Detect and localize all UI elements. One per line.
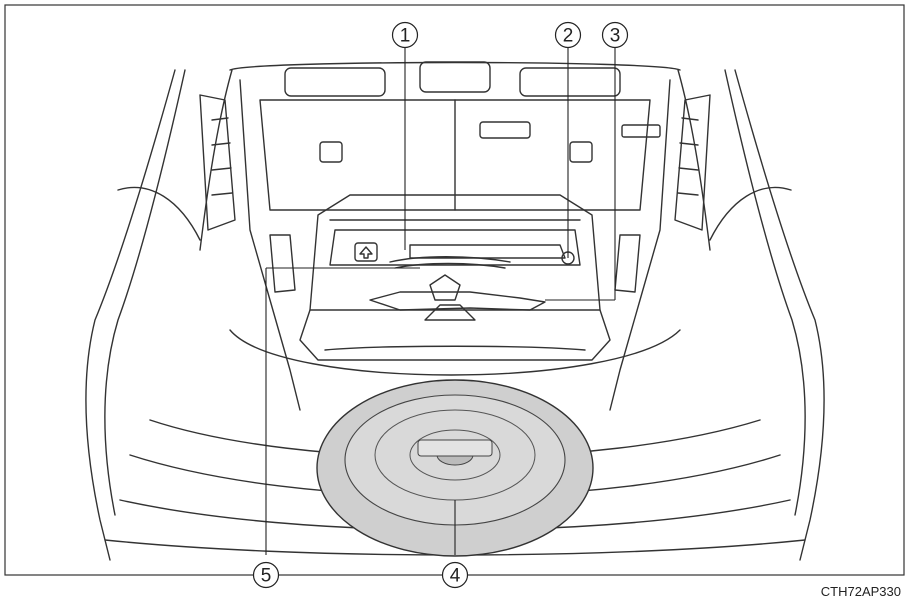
callout-5: 5 bbox=[252, 561, 280, 589]
figure-code: CTH72AP330 bbox=[821, 584, 901, 599]
callout-2-label: 2 bbox=[563, 26, 574, 47]
car-illustration bbox=[85, 61, 825, 561]
callout-3-label: 3 bbox=[610, 26, 621, 47]
callout-5-label: 5 bbox=[261, 566, 272, 587]
callout-4-label: 4 bbox=[450, 566, 461, 587]
callout-1-label: 1 bbox=[400, 26, 411, 47]
callout-4: 4 bbox=[441, 561, 469, 589]
callout-1: 1 bbox=[391, 21, 419, 49]
callout-3: 3 bbox=[601, 21, 629, 49]
spare-tire bbox=[316, 379, 594, 557]
callout-2: 2 bbox=[554, 21, 582, 49]
leader-lines bbox=[265, 48, 616, 555]
